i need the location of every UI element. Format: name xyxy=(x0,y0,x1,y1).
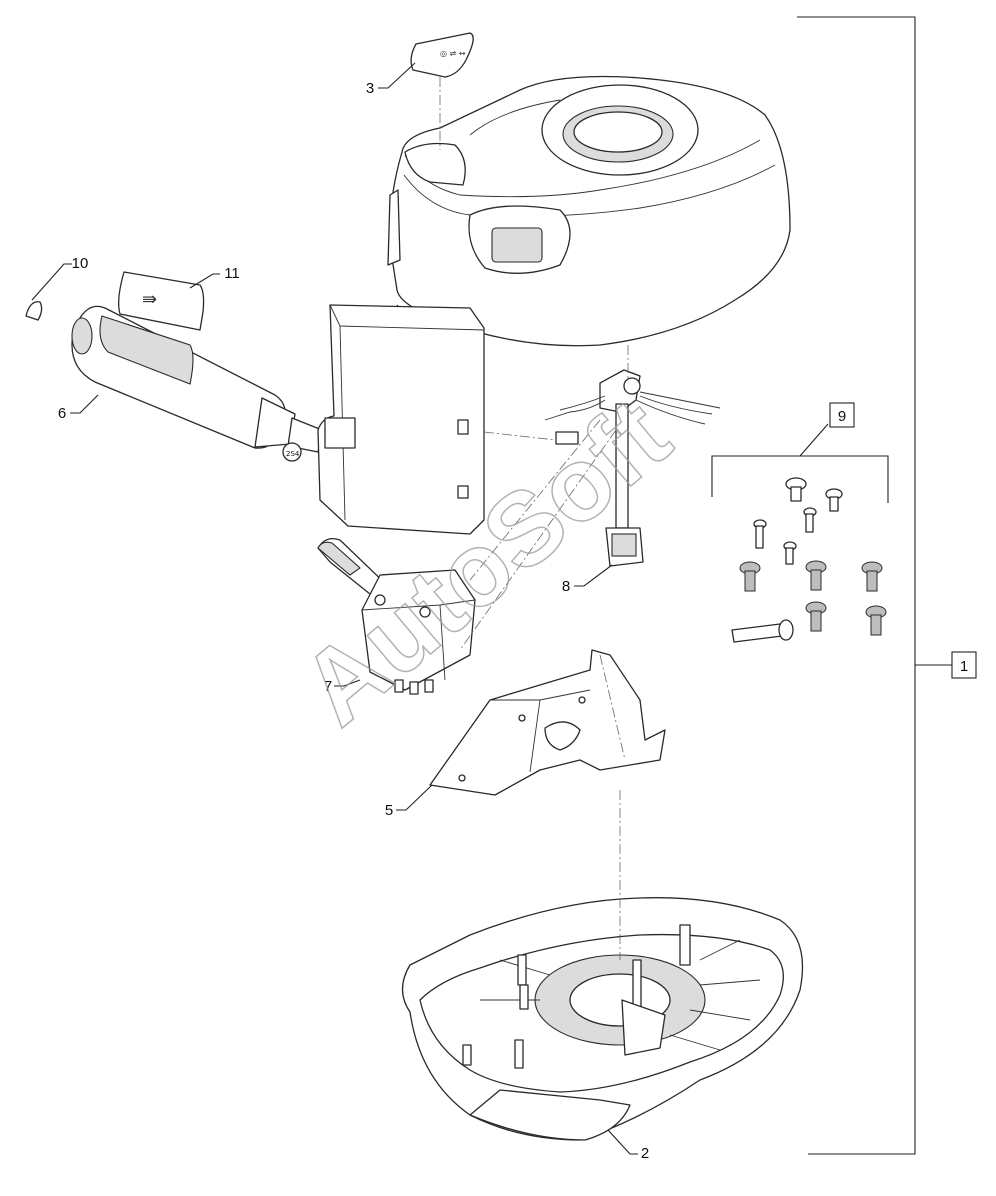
callout-box-1 xyxy=(951,651,977,679)
part-4-column-cover: 4 xyxy=(359,75,791,347)
part-6-lever-switch: 2S4 6 xyxy=(58,304,485,535)
part-11-lever-decal: ⇛ 11 xyxy=(118,265,240,331)
svg-text:⇛: ⇛ xyxy=(142,289,157,310)
callout-label-5: 5 xyxy=(385,802,393,819)
callout-label-2: 2 xyxy=(641,1145,649,1162)
part-9-screws: 9 xyxy=(711,402,889,643)
screw-8 xyxy=(861,561,883,592)
callout-label-1: 1 xyxy=(960,658,968,675)
callout-label-10: 10 xyxy=(72,255,89,272)
part-7-lever-switch: 7 xyxy=(317,537,476,695)
callout-label-9: 9 xyxy=(838,408,846,425)
svg-text:◎ ⇌ ↔: ◎ ⇌ ↔ xyxy=(440,49,466,58)
part-5-mounting-bracket: 5 xyxy=(385,649,666,819)
assembly-guides xyxy=(439,77,629,651)
part-10-clip: 10 xyxy=(25,255,89,321)
screw-6 xyxy=(739,561,761,592)
lever-tag: 2S4 xyxy=(286,450,300,458)
screw-2 xyxy=(825,488,843,512)
callout-label-6: 6 xyxy=(58,405,66,422)
bolt-long xyxy=(731,619,794,643)
assembly-bracket: 1 xyxy=(797,16,977,1155)
screw-5 xyxy=(783,541,797,565)
screw-4 xyxy=(803,507,817,533)
part-3-decal: ◎ ⇌ ↔ 3 xyxy=(366,32,474,97)
callout-label-8: 8 xyxy=(562,578,570,595)
screw-9 xyxy=(805,601,827,632)
callout-label-3: 3 xyxy=(366,80,374,97)
part-2-base-housing: 2 xyxy=(401,790,804,1162)
callout-label-11: 11 xyxy=(224,265,240,282)
callout-box-9 xyxy=(829,402,855,428)
screw-10 xyxy=(865,605,887,636)
screw-3 xyxy=(753,519,767,549)
screw-1 xyxy=(785,477,807,502)
part-8-wiring-harness: 8 xyxy=(544,369,721,595)
callout-label-7: 7 xyxy=(324,678,332,695)
screw-7 xyxy=(805,560,827,591)
